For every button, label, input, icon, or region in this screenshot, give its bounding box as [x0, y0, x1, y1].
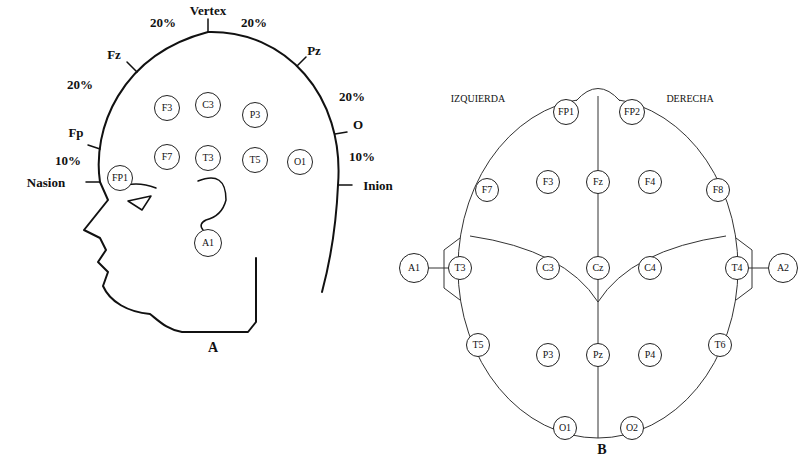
annotation-label: 20%	[150, 16, 176, 29]
electrode-label: T3	[454, 263, 465, 273]
electrode-circle: A1	[399, 253, 429, 283]
electrode-label: A1	[202, 238, 214, 248]
annotation-label: Vertex	[190, 4, 226, 17]
electrode-label: C3	[542, 263, 554, 273]
electrode-label: T5	[472, 340, 483, 350]
electrode-circle: C3	[195, 92, 221, 118]
electrode-circle: T3	[195, 145, 221, 171]
electrode-circle: O2	[620, 416, 644, 440]
electrode-circle: Cz	[586, 256, 610, 280]
ear-connector	[429, 268, 448, 269]
tick-vertex	[207, 19, 209, 32]
ear	[198, 178, 226, 230]
tick-o	[335, 132, 347, 134]
electrode-label: F8	[713, 185, 724, 195]
electrode-circle: A2	[768, 253, 798, 283]
electrode-circle: C3	[536, 256, 560, 280]
annotation-label: 20%	[67, 78, 93, 91]
electrode-label: C4	[644, 263, 656, 273]
electrode-label: F7	[482, 185, 493, 195]
electrode-label: O1	[559, 423, 571, 433]
electrode-label: A1	[408, 263, 420, 273]
electrode-label: T6	[714, 340, 725, 350]
annotation-label: Inion	[363, 179, 393, 192]
tick-pz	[297, 57, 306, 66]
electrode-circle: F7	[475, 178, 499, 202]
electrode-circle: P3	[242, 102, 268, 128]
electrode-circle: T3	[448, 256, 472, 280]
tick-fz	[127, 62, 137, 72]
electrode-label: Fz	[593, 177, 603, 187]
electrode-label: Pz	[593, 350, 603, 360]
electrode-circle: FP1	[107, 165, 133, 191]
central-curve-left	[470, 236, 598, 302]
electrode-circle: Fz	[586, 170, 610, 194]
electrode-label: T3	[202, 153, 213, 163]
electrode-label: A2	[777, 263, 789, 273]
electrode-circle: P3	[536, 343, 560, 367]
electrode-circle: T5	[242, 147, 268, 173]
electrode-circle: T5	[466, 333, 490, 357]
annotation-label: 10%	[349, 150, 375, 163]
electrode-label: T5	[249, 155, 260, 165]
electrode-circle: T4	[725, 256, 749, 280]
central-curve-right	[598, 236, 726, 302]
electrode-circle: P4	[638, 343, 662, 367]
annotation-label: Nasion	[27, 176, 65, 189]
electrode-label: FP2	[624, 107, 640, 117]
electrode-circle: C4	[638, 256, 662, 280]
ear-connector	[749, 268, 768, 269]
eye	[128, 196, 151, 210]
electrode-circle: F8	[706, 178, 730, 202]
electrode-circle: O1	[553, 416, 577, 440]
annotation-label: B	[597, 443, 606, 457]
annotation-label: A	[208, 341, 218, 355]
electrode-label: F4	[645, 177, 656, 187]
electrode-label: O2	[626, 423, 638, 433]
electrode-label: O1	[294, 157, 306, 167]
electrode-circle: A1	[194, 229, 222, 257]
annotation-label: 20%	[339, 90, 365, 103]
annotation-label: DERECHA	[666, 94, 713, 104]
electrode-label: F3	[543, 177, 554, 187]
annotation-label: O	[353, 118, 363, 131]
annotation-label: IZQUIERDA	[451, 94, 505, 104]
annotation-label: 10%	[55, 154, 81, 167]
electrode-label: FP1	[112, 173, 128, 183]
tick-nasion	[86, 181, 100, 183]
electrode-circle: FP2	[619, 99, 645, 125]
electrode-label: F7	[162, 152, 173, 162]
tick-fp	[88, 145, 100, 149]
electrode-circle: FP1	[553, 99, 579, 125]
face-profile	[84, 182, 256, 332]
electrode-label: P3	[250, 110, 261, 120]
electrode-circle: T6	[708, 333, 732, 357]
electrode-circle: Pz	[586, 343, 610, 367]
annotation-label: 20%	[241, 16, 267, 29]
electrode-circle: F7	[154, 144, 180, 170]
electrode-circle: F3	[154, 95, 180, 121]
electrode-label: P4	[645, 350, 656, 360]
annotation-label: Fp	[68, 126, 83, 139]
electrode-circle: F4	[638, 170, 662, 194]
electrode-label: T4	[731, 263, 742, 273]
electrode-circle: O1	[287, 149, 313, 175]
electrode-label: FP1	[558, 107, 574, 117]
electrode-label: P3	[543, 350, 554, 360]
electrode-label: C3	[202, 100, 214, 110]
electrode-label: F3	[162, 103, 173, 113]
electrode-label: Cz	[592, 263, 603, 273]
tick-inion	[338, 184, 352, 186]
annotation-label: Pz	[307, 44, 321, 57]
scalp-outline	[99, 32, 339, 292]
electrode-circle: F3	[536, 170, 560, 194]
annotation-label: Fz	[107, 48, 121, 61]
